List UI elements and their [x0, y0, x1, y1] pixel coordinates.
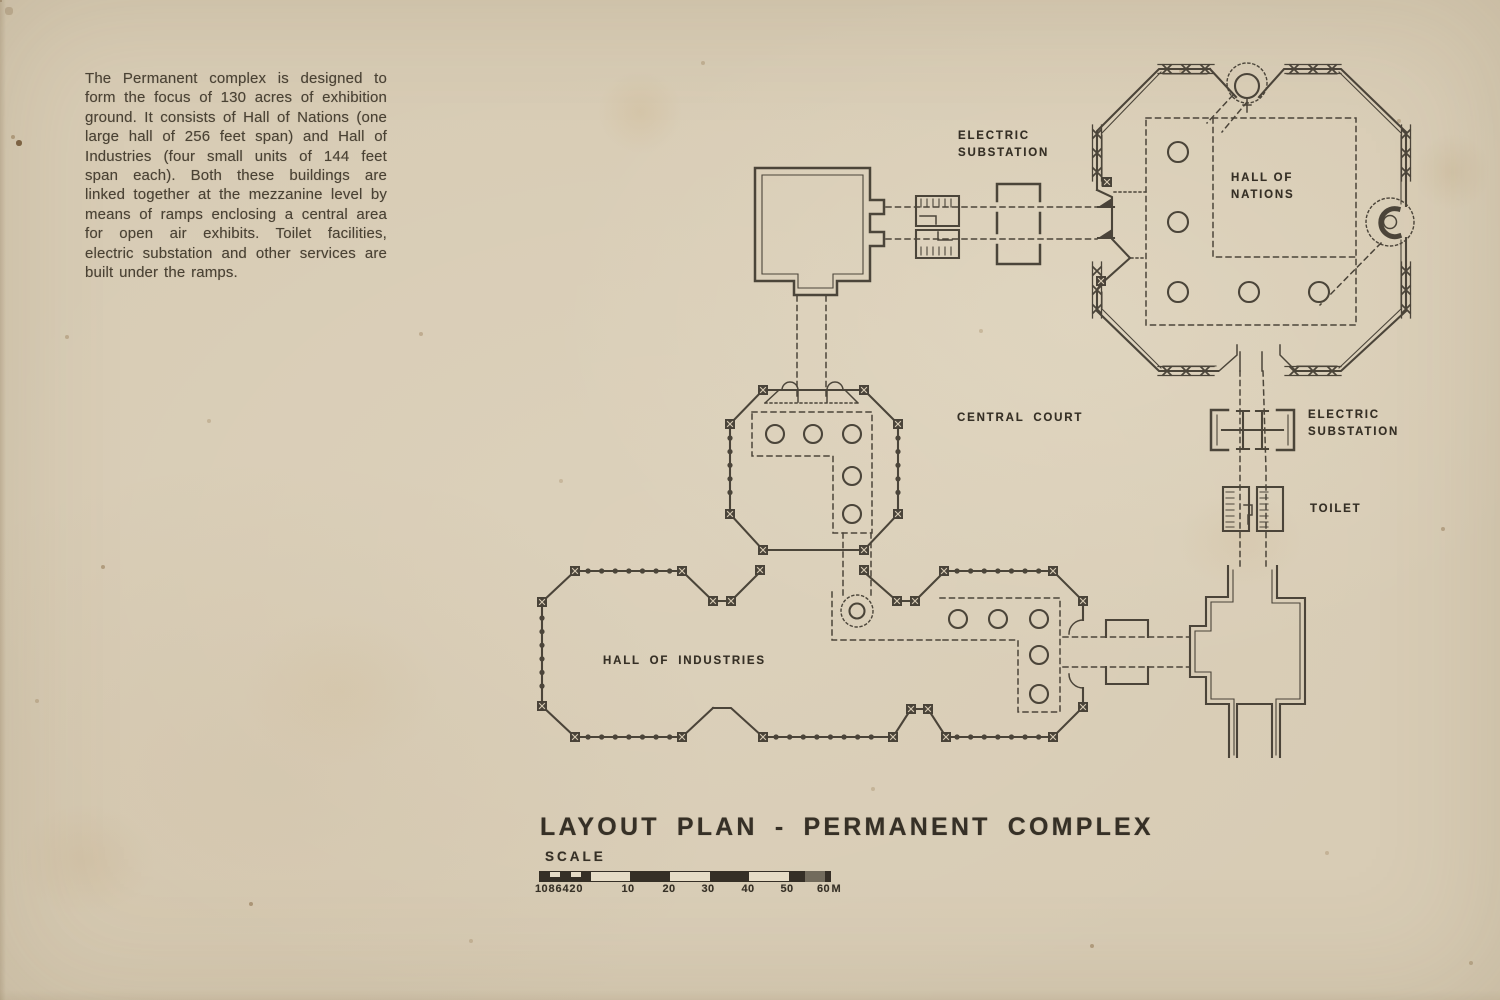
- scale-tick-20: 20: [662, 883, 676, 895]
- scale-tick-50: 50: [780, 883, 794, 895]
- scale-bar-subdivision: [540, 872, 591, 881]
- paper-speckles: [0, 0, 2, 2]
- scale-tick-10: 10: [621, 883, 635, 895]
- hall-of-nations-building: [1093, 62, 1415, 376]
- scale-bar: [539, 871, 831, 882]
- electric-substation-top-symbol: [914, 194, 961, 260]
- substation-enclosure-outline: [995, 182, 1042, 266]
- scale-tick-40: 40: [741, 883, 755, 895]
- scale-tick-60m: 60 M: [816, 883, 842, 895]
- ramp-dashed-paths: [796, 93, 1383, 668]
- mezzanine-square-building: [753, 166, 886, 297]
- electric-substation-right-symbol: [1209, 408, 1296, 452]
- central-ramp-junction: [831, 591, 941, 641]
- label-hall-of-industries: HALL OF INDUSTRIES: [603, 655, 766, 667]
- label-electric-substation-right: ELECTRIC SUBSTATION: [1308, 407, 1399, 441]
- label-hall-of-nations: HALL OF NATIONS: [1231, 170, 1295, 204]
- label-central-court: CENTRAL COURT: [957, 412, 1084, 424]
- label-line: SUBSTATION: [958, 147, 1050, 159]
- services-cross-building: [1188, 564, 1307, 759]
- drawing-title: LAYOUT PLAN - PERMANENT COMPLEX: [540, 813, 1154, 841]
- label-line: ELECTRIC: [958, 130, 1030, 142]
- scale-bar-wear: [805, 871, 825, 882]
- label-line: HALL OF: [1231, 172, 1294, 184]
- connector-box: [1104, 618, 1150, 686]
- label-line: NATIONS: [1231, 189, 1295, 201]
- hall-of-industries-building: [536, 381, 1089, 743]
- column-circles: [1166, 140, 1331, 304]
- label-toilet: TOILET: [1310, 503, 1362, 515]
- description-paragraph: The Permanent complex is designed to for…: [85, 70, 387, 282]
- label-line: ELECTRIC: [1308, 409, 1380, 421]
- scale-sub-ticks: 10 8 6 4 2 0: [535, 883, 583, 895]
- spiral-ramp-top-icon: [1226, 62, 1268, 113]
- scale-label: SCALE: [545, 849, 606, 864]
- label-electric-substation-top: ELECTRIC SUBSTATION: [958, 128, 1049, 162]
- spiral-ramp-right-icon: [1365, 197, 1415, 247]
- toilet-symbol: [1221, 485, 1285, 533]
- label-line: SUBSTATION: [1308, 426, 1400, 438]
- scale-tick-30: 30: [701, 883, 715, 895]
